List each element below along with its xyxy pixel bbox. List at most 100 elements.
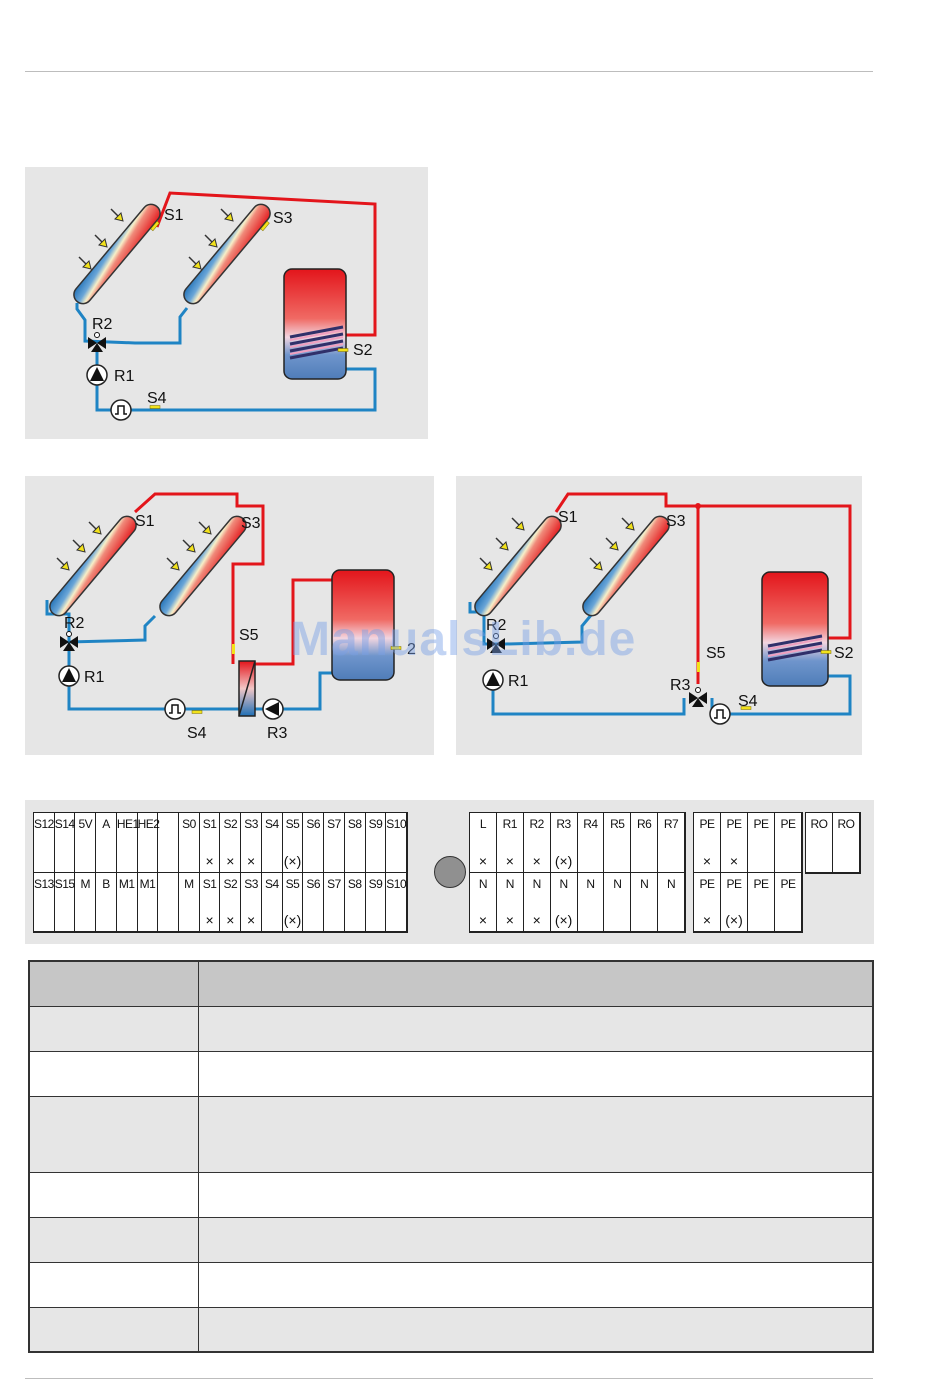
terminal-label: R4 bbox=[583, 817, 598, 831]
terminal-mark: × bbox=[246, 912, 256, 928]
terminal-cell: S10 bbox=[386, 872, 407, 932]
terminal-label: R6 bbox=[637, 817, 652, 831]
terminal-cell: S8 bbox=[344, 813, 366, 873]
label-s3-d2: S3 bbox=[241, 515, 261, 532]
terminal-cell: PE bbox=[748, 813, 775, 873]
valve-r3-d3 bbox=[688, 687, 708, 708]
terminal-cell: PE bbox=[775, 872, 802, 932]
terminal-cell: S14 bbox=[54, 813, 76, 873]
diagram-2-secondary-cold-pipe bbox=[255, 671, 335, 711]
terminal-cell: S6 bbox=[303, 813, 325, 873]
sensor-s2-mark-d3 bbox=[820, 650, 832, 654]
terminal-label: S12 bbox=[34, 817, 54, 831]
terminal-cell: PE(×) bbox=[721, 872, 748, 932]
terminal-mark: (×) bbox=[283, 852, 302, 869]
terminal-cell: S4 bbox=[261, 813, 283, 873]
table-header bbox=[29, 961, 873, 1007]
terminal-label: M1 bbox=[139, 876, 156, 891]
terminal-label: PE bbox=[780, 876, 796, 891]
terminal-label: M bbox=[184, 876, 194, 891]
terminal-label: S10 bbox=[386, 817, 407, 831]
row-cell bbox=[198, 1051, 873, 1097]
terminal-mark: × bbox=[505, 912, 514, 928]
terminal-cell: R3(×) bbox=[550, 813, 578, 873]
diagram-3-svg: S1 S3 S5 S2 S4 R1 R2 R3 bbox=[468, 492, 854, 725]
sensor-s2-mark bbox=[337, 348, 349, 352]
label-s2-d2: 2 bbox=[407, 641, 416, 658]
label-r2: R2 bbox=[92, 316, 113, 333]
hydraulic-diagram-3: S1 S3 S5 S2 S4 R1 R2 R3 bbox=[456, 476, 862, 755]
terminal-cell: PE× bbox=[694, 872, 721, 932]
label-r2-d2: R2 bbox=[64, 615, 85, 632]
assignment-table bbox=[28, 960, 874, 1353]
bottom-rule bbox=[25, 1378, 873, 1379]
terminal-label: S15 bbox=[54, 876, 75, 891]
header-cell-1 bbox=[29, 961, 199, 1007]
terminal-mark: × bbox=[246, 852, 256, 869]
terminal-label: S4 bbox=[264, 817, 279, 831]
terminal-cell: M1 bbox=[116, 872, 138, 932]
terminal-label: S14 bbox=[54, 817, 75, 831]
terminal-label: S6 bbox=[306, 817, 321, 831]
terminal-label: N bbox=[586, 876, 595, 891]
label-s5-d2: S5 bbox=[239, 627, 259, 644]
header-cell-2 bbox=[198, 961, 873, 1007]
terminal-cell: PE× bbox=[694, 813, 721, 873]
heat-meter-d2 bbox=[164, 698, 186, 720]
diagram-3-hot-pipe bbox=[554, 492, 852, 640]
terminal-cell: R4 bbox=[577, 813, 605, 873]
panel-knob bbox=[434, 856, 466, 888]
terminal-label: N bbox=[613, 876, 622, 891]
pump-r1-d3 bbox=[482, 669, 504, 691]
terminal-cell: R1× bbox=[496, 813, 524, 873]
terminal-label: S1 bbox=[202, 817, 217, 831]
terminal-label: S9 bbox=[368, 876, 383, 891]
terminal-cell: N bbox=[577, 872, 605, 932]
label-r3-d2: R3 bbox=[267, 725, 288, 742]
label-s4: S4 bbox=[147, 390, 167, 407]
terminal-cell: 5V bbox=[75, 813, 97, 873]
terminal-label: N bbox=[666, 876, 676, 891]
terminal-cell bbox=[158, 872, 180, 932]
terminal-cell: R5 bbox=[604, 813, 632, 873]
terminal-label: S0 bbox=[182, 817, 196, 831]
terminal-cell: S2× bbox=[220, 872, 242, 932]
terminal-cell: N× bbox=[470, 872, 497, 932]
diagram-1-hot-pipe bbox=[155, 191, 377, 337]
terminal-label: N bbox=[559, 876, 568, 891]
collector-6 bbox=[578, 511, 674, 621]
terminal-cell: S13 bbox=[34, 872, 55, 932]
terminal-cell: R2× bbox=[523, 813, 551, 873]
terminal-label: PE bbox=[726, 817, 742, 831]
terminal-label: S2 bbox=[223, 817, 238, 831]
terminal-mark: × bbox=[729, 852, 739, 869]
terminal-cell: N bbox=[658, 872, 685, 932]
diagram-3-cold-pipe bbox=[491, 681, 686, 716]
terminal-mark: (×) bbox=[554, 912, 573, 928]
terminal-cell: S12 bbox=[34, 813, 55, 873]
label-r1-d2: R1 bbox=[84, 669, 105, 686]
row-cell bbox=[198, 1006, 873, 1052]
terminal-label: R2 bbox=[529, 817, 545, 831]
storage-tank-2 bbox=[331, 569, 395, 681]
row-cell bbox=[29, 1307, 199, 1352]
top-rule bbox=[25, 71, 873, 72]
pump-r1 bbox=[86, 364, 108, 386]
terminal-label: B bbox=[102, 876, 110, 891]
pump-r3-d2 bbox=[262, 698, 284, 720]
terminal-label: N bbox=[505, 876, 515, 891]
terminal-cell: S9 bbox=[365, 872, 387, 932]
terminal-label: PE bbox=[753, 876, 769, 891]
label-r1-d3: R1 bbox=[508, 673, 529, 690]
table-row bbox=[29, 1006, 873, 1052]
diagram-2-hot-pipe bbox=[133, 492, 265, 664]
label-s4-d3: S4 bbox=[738, 693, 758, 710]
diagram-1-cold-pipe bbox=[95, 349, 377, 412]
table-row bbox=[29, 1217, 873, 1263]
terminal-label: PE bbox=[753, 817, 769, 831]
terminal-mark: × bbox=[532, 912, 541, 928]
diagram-3-junction bbox=[695, 503, 701, 509]
terminal-cell: M bbox=[179, 872, 200, 932]
